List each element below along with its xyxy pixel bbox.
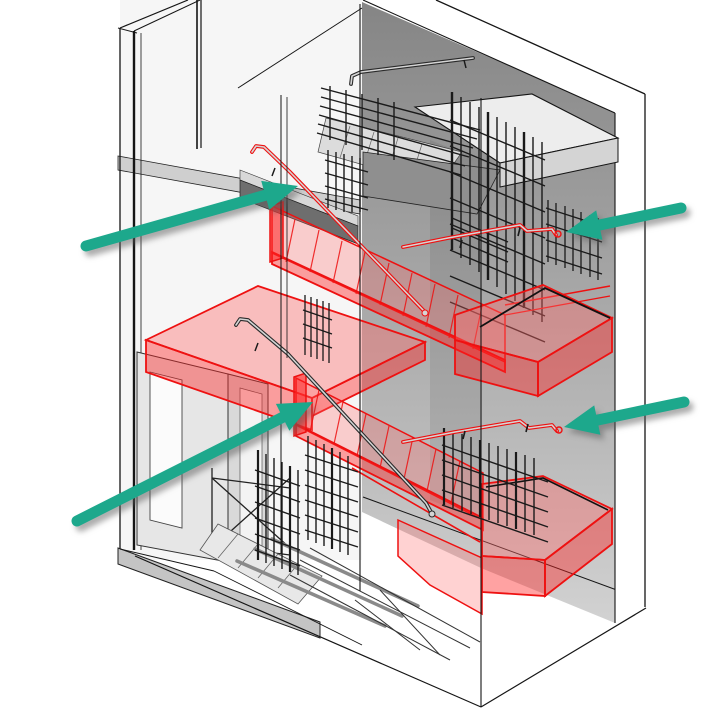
arrow-lower-left[interactable] <box>71 402 313 527</box>
guardrail-cluster-mid[interactable] <box>302 295 333 363</box>
wall-handrail-upper-highlighted[interactable] <box>401 223 562 249</box>
guardrail-tower-central[interactable] <box>449 92 546 343</box>
flight-cut-stringer <box>269 200 284 264</box>
highlighted-bottom-landing[interactable] <box>351 467 614 616</box>
arrow-head-icon <box>566 210 603 240</box>
wall-handrail-top-gray[interactable] <box>349 56 475 86</box>
flight-soffit <box>362 151 501 215</box>
arrow-shaft <box>80 187 279 252</box>
guardrail-tower-lower-left[interactable] <box>254 436 359 575</box>
arrow-head-icon <box>564 405 601 435</box>
landing-guardrail <box>485 477 609 511</box>
arrow-shaft <box>71 408 296 527</box>
annotation-arrows <box>71 180 690 527</box>
arrow-upper-right[interactable] <box>566 202 687 240</box>
box-top-face <box>363 0 645 113</box>
arrow-head-icon <box>261 180 298 210</box>
wall-handrail-lower-highlighted[interactable] <box>401 419 563 444</box>
flight-handrail-lower[interactable] <box>234 317 436 518</box>
highlighted-mid-landing-left[interactable] <box>143 285 428 432</box>
flight-handrail-upper-highlighted[interactable] <box>250 144 429 317</box>
arrow-head-icon <box>275 402 313 431</box>
arrow-shaft <box>583 396 690 428</box>
section-box-shell <box>237 0 646 623</box>
landing-guardrail <box>479 286 611 328</box>
highlighted-mid-landing-right[interactable] <box>454 284 614 398</box>
left-wall-mullions <box>117 0 202 550</box>
box-right-band <box>615 94 645 623</box>
highlighted-upper-flight[interactable] <box>269 200 611 374</box>
arrow-upper-left[interactable] <box>80 180 298 252</box>
door-opening <box>149 371 183 529</box>
ground-flight-railings <box>235 537 481 661</box>
guardrail-tower-lower-right[interactable] <box>441 428 549 543</box>
arrow-lower-right[interactable] <box>564 396 690 435</box>
section-box-edges <box>134 4 647 708</box>
arrow-shaft <box>585 202 687 233</box>
